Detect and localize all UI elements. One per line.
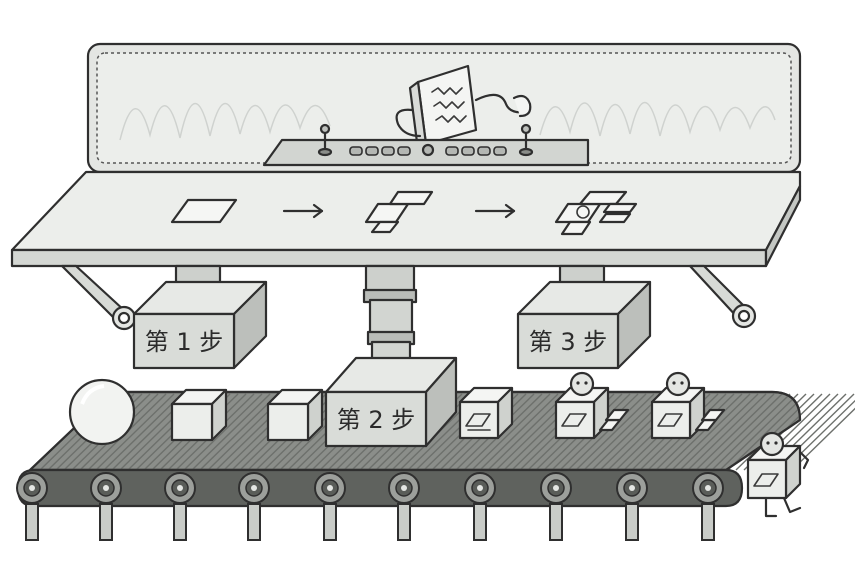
half-robot-1 xyxy=(458,386,514,440)
stage-2-press: 第 2 步 xyxy=(324,264,458,448)
work-table xyxy=(10,170,802,331)
belt-leg xyxy=(625,503,639,541)
stage-1-press: 第 1 步 xyxy=(132,264,268,370)
arrow-right-icon xyxy=(282,203,324,219)
half-robot-blueprint-icon xyxy=(364,190,434,234)
table-bracket-left xyxy=(60,264,137,331)
stage-3-press: 第 3 步 xyxy=(516,264,652,370)
console-button[interactable] xyxy=(445,146,459,156)
table-bracket-right xyxy=(688,264,757,329)
control-screen xyxy=(86,42,802,174)
cube-1 xyxy=(170,388,228,442)
roller xyxy=(314,472,346,504)
console-button[interactable] xyxy=(461,146,475,156)
console-button[interactable] xyxy=(477,146,491,156)
belt-leg xyxy=(473,503,487,541)
roller xyxy=(464,472,496,504)
blueprint-plate-icon xyxy=(170,198,238,224)
belt-leg xyxy=(397,503,411,541)
lever-icon[interactable] xyxy=(518,123,534,157)
roller xyxy=(692,472,724,504)
roller xyxy=(616,472,648,504)
roller xyxy=(238,472,270,504)
robot-blueprint-icon xyxy=(554,190,638,236)
raw-material-ball xyxy=(68,378,136,446)
console-button[interactable] xyxy=(493,146,507,156)
roller xyxy=(540,472,572,504)
belt-leg xyxy=(323,503,337,541)
belt-leg xyxy=(247,503,261,541)
console-button[interactable] xyxy=(397,146,411,156)
console xyxy=(262,123,590,167)
belt-rollers xyxy=(16,472,724,504)
roller xyxy=(16,472,48,504)
stage-1-label: 第 1 步 xyxy=(145,328,224,356)
belt-leg xyxy=(99,503,113,541)
robot-2 xyxy=(650,371,726,440)
belt-leg xyxy=(549,503,563,541)
finished-robot xyxy=(746,431,810,518)
console-button[interactable] xyxy=(381,146,395,156)
arrow-right-icon xyxy=(474,203,516,219)
robot-1 xyxy=(554,371,630,440)
roller xyxy=(90,472,122,504)
robot-worker-icon xyxy=(395,64,532,152)
console-buttons[interactable] xyxy=(349,146,507,156)
roller xyxy=(388,472,420,504)
console-button[interactable] xyxy=(349,146,363,156)
stage-3-label: 第 3 步 xyxy=(529,328,608,356)
console-button[interactable] xyxy=(365,146,379,156)
belt-leg xyxy=(25,503,39,541)
belt-legs xyxy=(25,503,715,541)
lever-icon[interactable] xyxy=(317,123,333,157)
stage-2-label: 第 2 步 xyxy=(337,406,416,434)
cube-2 xyxy=(266,388,324,442)
roller xyxy=(164,472,196,504)
belt-leg xyxy=(701,503,715,541)
belt-leg xyxy=(173,503,187,541)
